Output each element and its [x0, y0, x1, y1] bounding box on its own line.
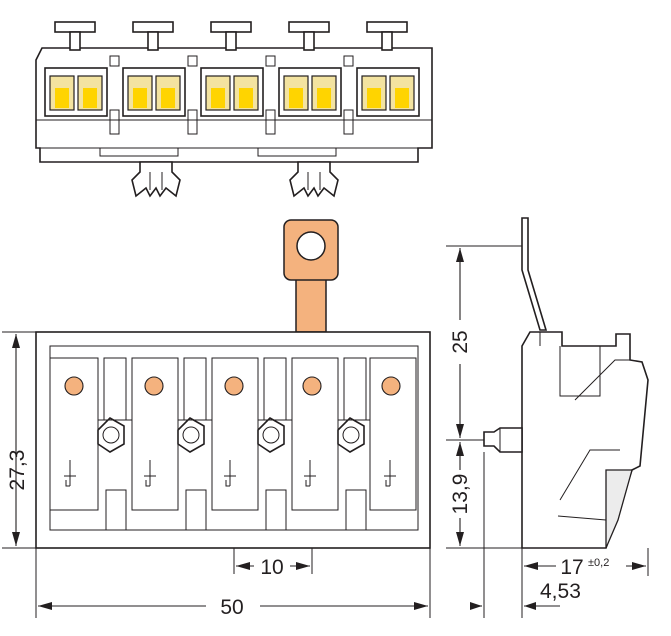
release-openings	[97, 417, 365, 453]
side-body	[521, 331, 649, 549]
dim-tab-height: 25	[449, 330, 472, 353]
dim-side-depth-tolerance: ±0,2	[588, 557, 609, 569]
dim-side-depth: 17	[560, 556, 583, 579]
bottom-notches	[105, 489, 367, 531]
top-view	[35, 21, 433, 198]
front-view	[35, 219, 431, 549]
side-pin	[483, 427, 523, 453]
dim-pitch: 10	[260, 556, 283, 579]
side-view	[483, 217, 649, 549]
dim-overall-height: 27,3	[6, 450, 29, 491]
wire-entry-ports	[44, 67, 420, 117]
copper-tab	[283, 219, 339, 333]
release-levers	[54, 21, 408, 51]
side-tab	[521, 217, 548, 331]
dim-overall-width: 50	[220, 596, 243, 619]
top-view-details	[99, 55, 354, 157]
test-slots	[64, 460, 396, 487]
dim-pin-offset: 4,53	[540, 580, 581, 603]
contact-dots	[64, 376, 401, 396]
front-view-housing	[35, 331, 431, 549]
snap-in-feet	[131, 161, 339, 198]
dim-pin-height: 13,9	[449, 474, 472, 515]
